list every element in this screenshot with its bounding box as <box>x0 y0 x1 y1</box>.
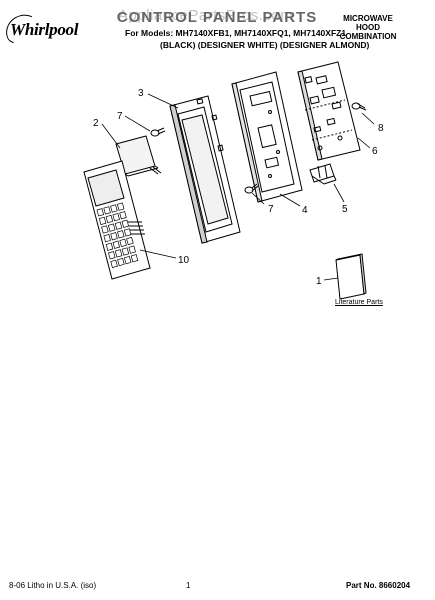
callout-7-upper: 7 <box>117 111 123 122</box>
keypad-key <box>126 236 134 246</box>
part-10-keypad <box>83 160 151 280</box>
page-title: CONTROL PANEL PARTS <box>116 9 318 26</box>
keypad-key <box>98 216 107 226</box>
literature-parts-label: Literature Parts <box>335 299 383 306</box>
callout-3: 3 <box>138 88 144 99</box>
callout-5: 5 <box>342 204 348 215</box>
keypad-key <box>110 259 118 269</box>
keypad-key <box>110 204 118 213</box>
product-type-line-3: COMBINATION <box>339 32 397 41</box>
keypad-key <box>110 232 118 241</box>
footer-page-number: 1 <box>186 581 191 590</box>
callout-2: 2 <box>93 118 99 129</box>
brand-logo: Whirlpool <box>10 20 79 39</box>
keypad-key <box>123 255 132 265</box>
keypad-key <box>121 219 130 228</box>
callout-4: 4 <box>302 205 308 216</box>
keypad-key <box>130 254 139 263</box>
leader-lines <box>101 93 375 281</box>
callout-10: 10 <box>178 255 190 266</box>
colors-line: (BLACK) (DESIGNER WHITE) (DESIGNER ALMON… <box>160 40 370 50</box>
keypad-key <box>117 230 125 239</box>
keypad-key <box>116 202 125 211</box>
keypad-key <box>105 214 114 224</box>
keypad-key <box>128 245 136 254</box>
product-type-line-2: HOOD <box>356 23 380 32</box>
part-3-escutcheon <box>169 95 241 244</box>
watermark: AppliancePartsPros.com <box>118 7 294 24</box>
keypad-key <box>103 206 111 215</box>
footer-print-info: 8-06 Litho in U.S.A. (iso) <box>9 581 97 590</box>
keypad-key <box>121 247 130 256</box>
keypad-key <box>117 257 125 267</box>
part-4-control-frame <box>231 71 303 203</box>
callout-6: 6 <box>372 146 378 157</box>
models-line: For Models: MH7140XFB1, MH7140XFQ1, MH71… <box>125 28 347 38</box>
keypad-key <box>112 212 120 222</box>
product-type-line-1: MICROWAVE <box>343 14 393 23</box>
keypad-key <box>112 240 121 249</box>
keypad-key <box>123 228 132 237</box>
part-5-bracket <box>309 163 337 185</box>
part-6-circuit-board <box>297 61 361 161</box>
part-7-screw-lower <box>244 183 259 194</box>
keypad-key <box>114 249 123 258</box>
keypad-key <box>108 251 116 260</box>
callout-1: 1 <box>316 276 322 287</box>
callout-7-lower: 7 <box>268 204 274 215</box>
footer-part-number: Part No. 8660204 <box>346 581 411 590</box>
keypad-key <box>107 223 116 232</box>
keypad-key <box>105 242 114 251</box>
keypad-key <box>119 211 127 220</box>
part-8-screw <box>351 102 367 111</box>
part-7-screw-upper <box>150 127 166 137</box>
callout-8: 8 <box>378 123 384 134</box>
keypad-key <box>96 208 105 217</box>
keypad-key <box>114 221 123 230</box>
keypad-key <box>103 233 111 243</box>
keypad-key <box>101 225 109 234</box>
part-1-literature <box>335 253 367 300</box>
keypad-key <box>119 238 127 248</box>
